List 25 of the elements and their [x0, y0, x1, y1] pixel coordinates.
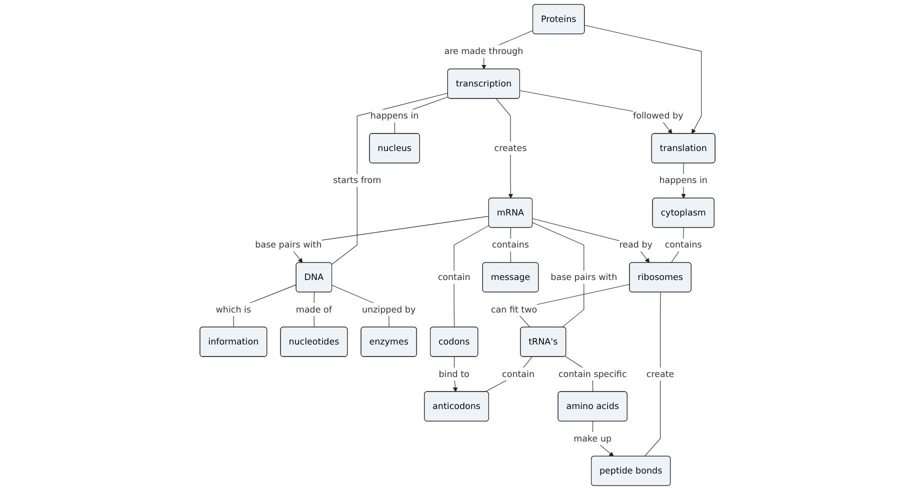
edge-label: happens in — [659, 175, 708, 186]
edge-label: contains — [492, 240, 529, 250]
edge-label: followed by — [633, 110, 684, 121]
edge-label: starts from — [333, 175, 382, 186]
edge-label: unzipped by — [362, 304, 416, 314]
edge-label: made of — [296, 304, 332, 314]
connector — [532, 222, 584, 328]
edge-label: create — [646, 368, 674, 379]
edge-label: base pairs with — [550, 272, 618, 282]
edge-label: are made through — [444, 46, 524, 56]
edge-label: contain specific — [558, 368, 627, 379]
connector — [644, 292, 661, 457]
edge-label: happens in — [370, 110, 419, 121]
edge-label: can fit two — [490, 304, 538, 314]
edge-label: bind to — [438, 368, 470, 379]
edge-label: read by — [619, 240, 652, 250]
edge-label: which is — [216, 304, 252, 314]
edge-label: make up — [574, 433, 612, 444]
edge-label: base pairs with — [255, 240, 322, 250]
edge-label: contain — [502, 368, 535, 379]
edge-label: contain — [438, 272, 470, 282]
arrow — [584, 24, 702, 134]
edge-label: contains — [664, 240, 702, 250]
connector — [454, 225, 490, 328]
edge-label: creates — [494, 142, 527, 154]
